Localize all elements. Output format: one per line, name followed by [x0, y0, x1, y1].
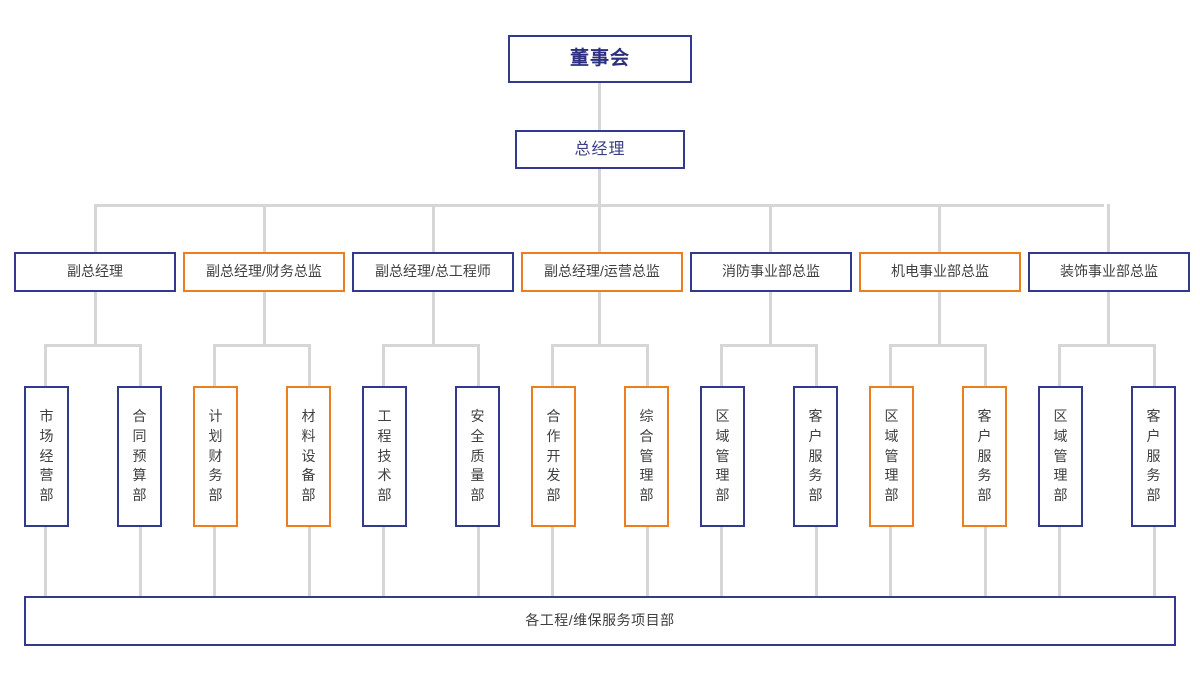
connector-bus-to-dept	[308, 344, 311, 386]
node-label: 客户服务部	[1146, 407, 1161, 504]
connector-dept-to-project	[815, 527, 818, 596]
connector-bus-to-manager	[94, 204, 97, 252]
node-department-12[interactable]: 区域管理部	[1038, 386, 1083, 527]
node-label: 区域管理部	[1053, 407, 1068, 504]
connector-bus-to-manager	[938, 204, 941, 252]
node-manager-5[interactable]: 机电事业部总监	[859, 252, 1021, 292]
node-department-10[interactable]: 区域管理部	[869, 386, 914, 527]
connector-dept-bus	[551, 344, 649, 347]
node-label: 各工程/维保服务项目部	[525, 612, 675, 629]
connector-bus-to-manager	[1107, 204, 1110, 252]
connector-bus-to-dept	[139, 344, 142, 386]
node-manager-1[interactable]: 副总经理/财务总监	[183, 252, 345, 292]
node-project-departments[interactable]: 各工程/维保服务项目部	[24, 596, 1176, 646]
node-department-6[interactable]: 合作开发部	[531, 386, 576, 527]
connector-dept-to-project	[382, 527, 385, 596]
node-department-5[interactable]: 安全质量部	[455, 386, 500, 527]
node-label: 副总经理/财务总监	[206, 263, 322, 280]
connector-dept-bus	[1058, 344, 1156, 347]
connector-manager-down	[1107, 292, 1110, 344]
connector-dept-to-project	[44, 527, 47, 596]
node-label: 消防事业部总监	[722, 263, 820, 280]
node-label: 装饰事业部总监	[1060, 263, 1158, 280]
connector-dept-bus	[213, 344, 311, 347]
connector-dept-to-project	[646, 527, 649, 596]
connector-bus-to-dept	[889, 344, 892, 386]
node-label: 客户服务部	[808, 407, 823, 504]
node-label: 工程技术部	[377, 407, 392, 504]
connector-bus-to-dept	[1058, 344, 1061, 386]
connector-manager-down	[263, 292, 266, 344]
node-label: 区域管理部	[715, 407, 730, 504]
connector-dept-to-project	[213, 527, 216, 596]
node-label: 计划财务部	[208, 407, 223, 504]
connector-manager-down	[938, 292, 941, 344]
node-department-11[interactable]: 客户服务部	[962, 386, 1007, 527]
node-department-8[interactable]: 区域管理部	[700, 386, 745, 527]
connector-bus-to-dept	[477, 344, 480, 386]
connector-dept-to-project	[984, 527, 987, 596]
node-department-13[interactable]: 客户服务部	[1131, 386, 1176, 527]
connector-dept-to-project	[139, 527, 142, 596]
connector-dept-to-project	[889, 527, 892, 596]
connector-bus-to-dept	[815, 344, 818, 386]
connector-manager-down	[598, 292, 601, 344]
connector-dept-to-project	[1058, 527, 1061, 596]
connector-dept-bus	[889, 344, 987, 347]
node-department-1[interactable]: 合同预算部	[117, 386, 162, 527]
node-label: 市场经营部	[39, 407, 54, 504]
node-label: 综合管理部	[639, 407, 654, 504]
connector-gm-down	[598, 169, 601, 205]
node-label: 机电事业部总监	[891, 263, 989, 280]
connector-bus-to-dept	[646, 344, 649, 386]
connector-dept-to-project	[477, 527, 480, 596]
connector-board-to-gm	[598, 83, 601, 130]
node-department-9[interactable]: 客户服务部	[793, 386, 838, 527]
node-department-2[interactable]: 计划财务部	[193, 386, 238, 527]
connector-bus-to-dept	[44, 344, 47, 386]
connector-bus-to-manager	[432, 204, 435, 252]
node-manager-6[interactable]: 装饰事业部总监	[1028, 252, 1190, 292]
connector-bus-to-dept	[1153, 344, 1156, 386]
node-manager-4[interactable]: 消防事业部总监	[690, 252, 852, 292]
node-label: 合同预算部	[132, 407, 147, 504]
connector-manager-down	[769, 292, 772, 344]
node-label: 副总经理/运营总监	[544, 263, 660, 280]
connector-dept-to-project	[1153, 527, 1156, 596]
connector-bus-to-manager	[769, 204, 772, 252]
node-department-0[interactable]: 市场经营部	[24, 386, 69, 527]
connector-bus-to-dept	[213, 344, 216, 386]
connector-dept-to-project	[308, 527, 311, 596]
connector-bus-to-dept	[984, 344, 987, 386]
node-label: 副总经理/总工程师	[375, 263, 491, 280]
node-manager-2[interactable]: 副总经理/总工程师	[352, 252, 514, 292]
node-label: 区域管理部	[884, 407, 899, 504]
node-manager-0[interactable]: 副总经理	[14, 252, 176, 292]
node-label: 总经理	[574, 140, 626, 158]
node-label: 董事会	[569, 48, 630, 70]
node-board-of-directors[interactable]: 董事会	[508, 35, 692, 83]
connector-manager-down	[432, 292, 435, 344]
node-department-7[interactable]: 综合管理部	[624, 386, 669, 527]
node-label: 安全质量部	[470, 407, 485, 504]
node-manager-3[interactable]: 副总经理/运营总监	[521, 252, 683, 292]
node-label: 客户服务部	[977, 407, 992, 504]
connector-manager-down	[94, 292, 97, 344]
node-label: 副总经理	[67, 263, 123, 280]
connector-dept-bus	[382, 344, 480, 347]
node-label: 材料设备部	[301, 407, 316, 504]
connector-bus-to-manager	[598, 204, 601, 252]
connector-bus-to-dept	[720, 344, 723, 386]
node-department-3[interactable]: 材料设备部	[286, 386, 331, 527]
connector-bus-to-manager	[263, 204, 266, 252]
node-general-manager[interactable]: 总经理	[515, 130, 685, 169]
connector-dept-bus	[44, 344, 142, 347]
connector-dept-to-project	[551, 527, 554, 596]
connector-bus-to-dept	[382, 344, 385, 386]
connector-dept-to-project	[720, 527, 723, 596]
connector-bus-to-dept	[551, 344, 554, 386]
node-label: 合作开发部	[546, 407, 561, 504]
connector-dept-bus	[720, 344, 818, 347]
node-department-4[interactable]: 工程技术部	[362, 386, 407, 527]
